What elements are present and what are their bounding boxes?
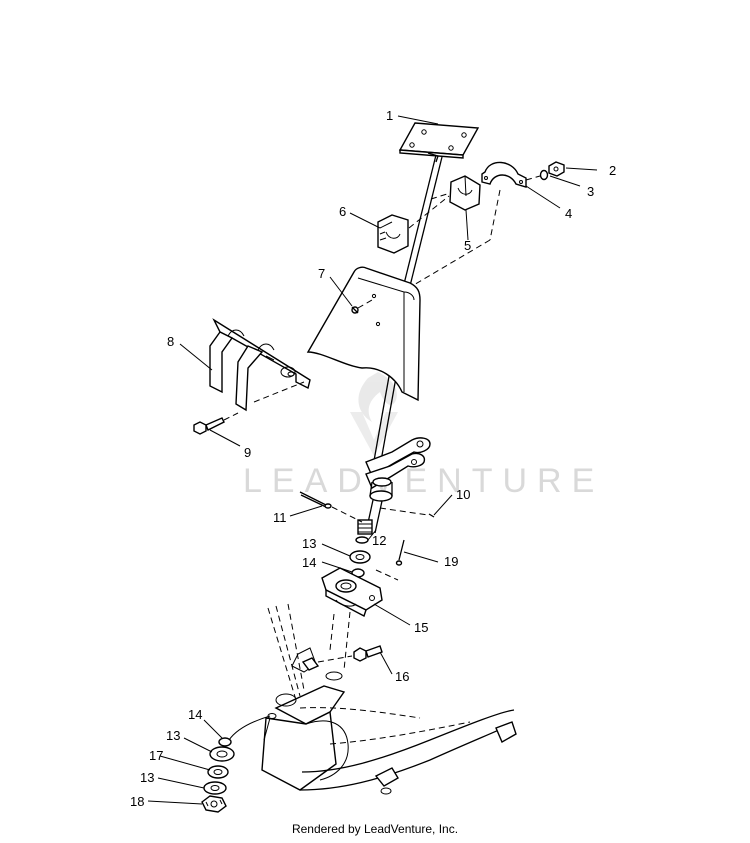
callout-9: 9	[244, 445, 251, 460]
part-13-washer-upper	[349, 550, 371, 564]
callout-13-middle: 13	[166, 728, 180, 743]
callout-6: 6	[339, 204, 346, 219]
part-17-bearing	[207, 765, 229, 779]
callout-19: 19	[444, 554, 458, 569]
callout-15: 15	[414, 620, 428, 635]
part-12-splined-shaft	[355, 519, 373, 544]
part-3-washer	[539, 169, 549, 181]
part-6-bushing	[377, 214, 409, 254]
part-5-bushing	[449, 175, 481, 211]
part-18-castle-nut	[201, 795, 227, 813]
part-9-bolt	[193, 412, 239, 435]
callout-11: 11	[273, 510, 287, 525]
part-4-clamp	[481, 161, 541, 188]
part-2-nut	[548, 161, 565, 177]
callout-8: 8	[167, 334, 174, 349]
part-14-o-ring-lower	[218, 715, 271, 747]
callout-7: 7	[318, 266, 325, 281]
steering-arm	[365, 437, 431, 534]
part-10-cotter-pin	[379, 507, 435, 518]
callout-labels: 1 2 3 4 5 6 7 8 9 10 11 12 13 14 15 16 1…	[130, 108, 616, 809]
callout-1: 1	[386, 108, 393, 123]
leadventure-watermark-logo	[350, 372, 398, 456]
callout-17: 17	[149, 748, 163, 763]
callout-4: 4	[565, 206, 572, 221]
part-19-pin	[375, 539, 405, 581]
callout-13-upper: 13	[302, 536, 316, 551]
frame-lower	[261, 603, 517, 795]
callout-12: 12	[372, 533, 386, 548]
callout-10: 10	[456, 487, 470, 502]
callout-13-lower: 13	[140, 770, 154, 785]
callout-16: 16	[395, 669, 409, 684]
callout-14-lower: 14	[188, 707, 202, 722]
part-7-screw	[351, 299, 373, 314]
part-1-steering-post	[371, 122, 480, 473]
callout-14-upper: 14	[302, 555, 316, 570]
callout-18: 18	[130, 794, 144, 809]
callout-3: 3	[587, 184, 594, 199]
part-13-washer-middle	[209, 746, 235, 762]
part-13-washer-lower	[203, 781, 227, 795]
leader-lines	[147, 115, 598, 805]
dash-console-panel	[306, 266, 421, 402]
part-11-cotter-pin	[299, 491, 363, 523]
callout-2: 2	[609, 163, 616, 178]
callout-5: 5	[464, 238, 471, 253]
render-credit: Rendered by LeadVenture, Inc.	[291, 822, 459, 836]
watermark-text: LEADVENTURE	[243, 462, 604, 500]
part-8-bracket	[209, 318, 311, 412]
part-16-bolt	[301, 645, 383, 671]
